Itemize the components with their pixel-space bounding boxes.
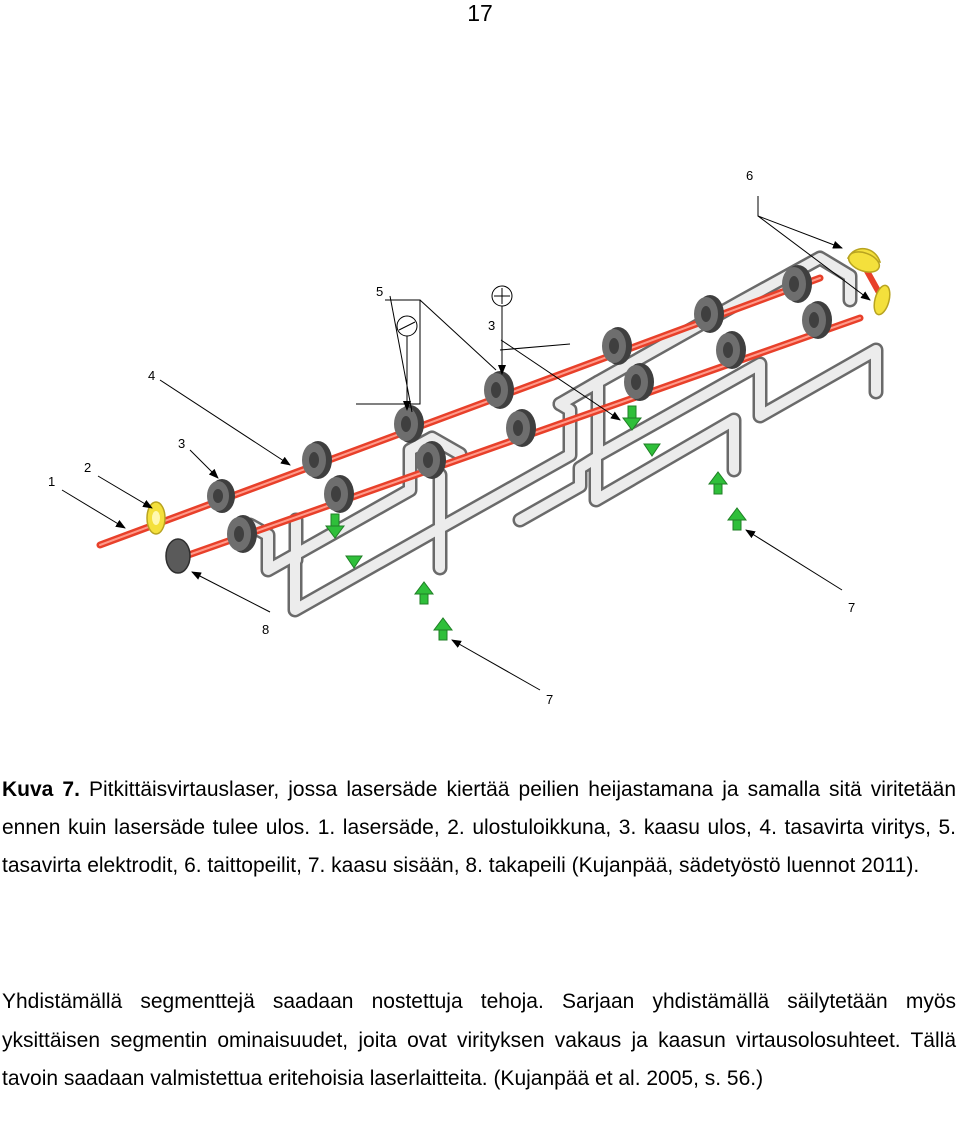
electrode-ring	[694, 295, 724, 333]
body-paragraph: Yhdistämällä segmenttejä saadaan nostett…	[2, 990, 956, 1090]
electrode-ring	[624, 363, 654, 401]
gas-out-arrow	[345, 555, 363, 569]
callout-3-second: 3	[488, 318, 495, 333]
electrode-ring	[782, 265, 812, 303]
electrode-ring	[506, 409, 536, 447]
laser-diagram: 1 2 3 4 5 3 6 7 7 8	[48, 168, 891, 707]
fold-mirrors	[846, 248, 891, 316]
electrodes	[207, 265, 832, 553]
callout-3: 3	[178, 436, 185, 451]
callout-lines	[61, 196, 871, 691]
electrode-ring	[416, 441, 446, 479]
callout-7-second: 7	[546, 692, 553, 707]
callout-6: 6	[746, 168, 753, 183]
electrode-ring	[484, 371, 514, 409]
callout-labels: 1 2 3 4 5 3 6 7 7 8	[48, 168, 855, 707]
gas-out-arrow	[643, 443, 661, 457]
gas-in-arrow	[433, 617, 453, 641]
callout-7: 7	[848, 600, 855, 615]
gas-in-arrow	[727, 507, 747, 531]
gas-tubes	[242, 250, 884, 618]
plus-symbol	[491, 285, 513, 375]
callout-2: 2	[84, 460, 91, 475]
minus-symbol	[396, 315, 418, 411]
gas-out-arrow	[325, 513, 345, 539]
electrode-ring	[324, 475, 354, 513]
rear-mirror	[165, 538, 191, 574]
output-window	[146, 501, 166, 535]
gas-in-arrow	[414, 581, 434, 605]
callout-1: 1	[48, 474, 55, 489]
callout-5: 5	[376, 284, 383, 299]
gas-in-arrow	[708, 471, 728, 495]
callout-8: 8	[262, 622, 269, 637]
electrode-ring	[394, 405, 424, 443]
electrode-ring	[602, 327, 632, 365]
electrode-ring	[802, 301, 832, 339]
figure-label: Kuva 7.	[2, 778, 80, 801]
page-number: 17	[467, 0, 493, 26]
electrode-ring	[227, 515, 257, 553]
gas-out-arrow	[622, 405, 642, 431]
callout-4: 4	[148, 368, 155, 383]
figure-caption: Kuva 7. Pitkittäisvirtauslaser, jossa la…	[2, 771, 956, 885]
gas-markers	[325, 405, 747, 641]
electrode-ring	[302, 441, 332, 479]
electrode-ring	[207, 479, 235, 513]
electrode-ring	[716, 331, 746, 369]
figure-caption-text: Pitkittäisvirtauslaser, jossa lasersäde …	[2, 778, 956, 877]
